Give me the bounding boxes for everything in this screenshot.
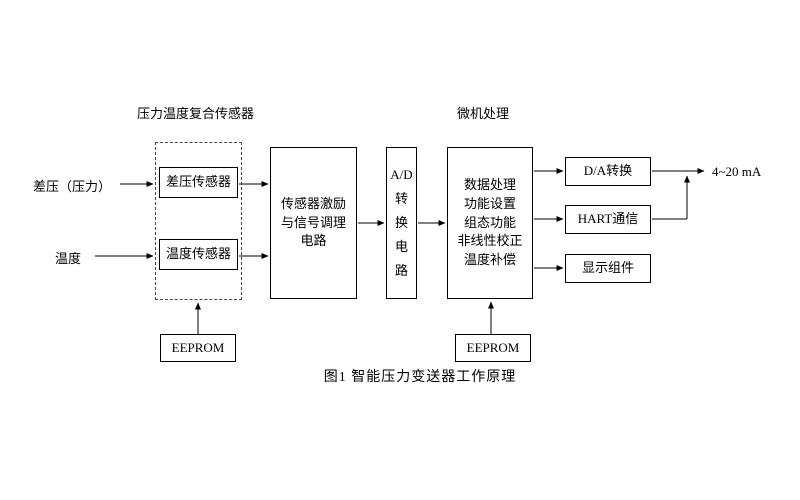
mcu-block: 数据处理 功能设置 组态功能 非线性校正 温度补偿 bbox=[447, 147, 533, 299]
display-module-block: 显示组件 bbox=[565, 254, 651, 283]
eeprom-mcu-block: EEPROM bbox=[455, 334, 531, 362]
sensor-group-label: 压力温度复合传感器 bbox=[137, 106, 255, 121]
adc-block: A/D 转 换 电 路 bbox=[386, 147, 417, 299]
output-current-label: 4~20 mA bbox=[712, 164, 762, 179]
input-temperature-label: 温度 bbox=[55, 251, 82, 266]
figure-caption: 图1 智能压力变送器工作原理 bbox=[323, 370, 517, 385]
input-pressure-label: 差压（压力） bbox=[33, 179, 112, 194]
temp-sensor-block: 温度传感器 bbox=[159, 239, 238, 270]
hart-block: HART通信 bbox=[565, 205, 651, 234]
signal-conditioning-block: 传感器激励 与信号调理 电路 bbox=[270, 147, 357, 299]
sensor-group-boundary bbox=[155, 142, 242, 300]
dp-sensor-block: 差压传感器 bbox=[159, 167, 238, 198]
eeprom-sensor-block: EEPROM bbox=[160, 334, 236, 362]
mcu-group-label: 微机处理 bbox=[457, 106, 510, 121]
da-converter-block: D/A转换 bbox=[565, 157, 651, 186]
